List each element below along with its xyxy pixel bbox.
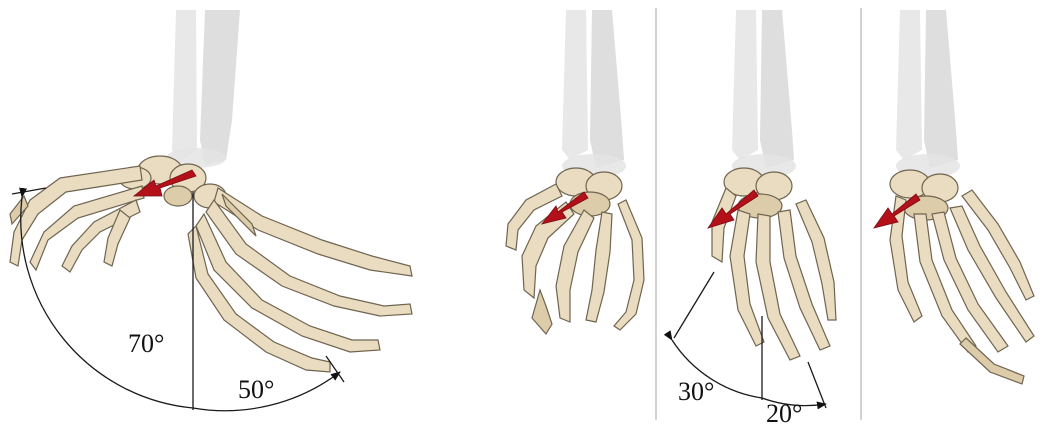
panel-4	[874, 10, 1034, 384]
panel-1: 70° 50°	[10, 10, 412, 411]
angle-label-30: 30°	[678, 377, 714, 406]
forearm-bones	[732, 10, 796, 178]
fingers	[890, 190, 1034, 384]
left-fingers	[10, 166, 144, 272]
forearm-bones	[562, 10, 626, 178]
forearm-bones	[166, 10, 240, 168]
angle-label-20: 20°	[766, 399, 802, 426]
panel-2	[506, 10, 644, 334]
angle-label-70: 70°	[128, 329, 164, 358]
forearm-bones	[896, 10, 960, 178]
panel-3: 30° 20°	[672, 10, 836, 426]
angle-label-50: 50°	[238, 375, 274, 404]
right-fingers	[188, 188, 412, 372]
